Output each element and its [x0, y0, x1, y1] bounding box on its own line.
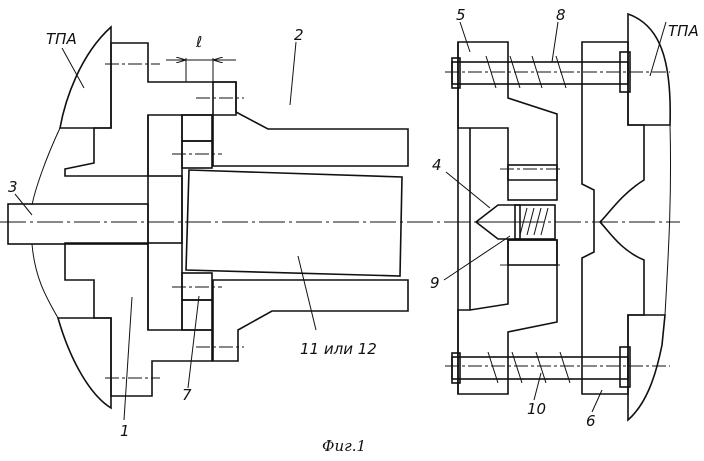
label-part-9: 9 — [430, 274, 440, 292]
leader-lines — [14, 21, 667, 421]
tpa-right-platen-lower — [627, 314, 666, 422]
part-3-shaft — [7, 203, 149, 245]
label-tpa-right: ТПА — [668, 22, 699, 40]
part-10-spring — [487, 351, 571, 384]
label-part-8: 8 — [556, 6, 566, 24]
part-6-mold-half — [581, 41, 645, 395]
part-2-sleeve-lower — [212, 279, 409, 362]
part-7-insert-upper — [181, 140, 213, 169]
part-7-seat-upper — [181, 114, 213, 142]
bolt-head-bottom-left — [451, 352, 461, 384]
part-5-mold-half-lower — [457, 239, 558, 395]
part-2-sleeve-upper — [212, 81, 409, 167]
part-5-body-upper — [507, 164, 558, 201]
label-tpa-left: ТПА — [46, 30, 77, 48]
tpa-left-platen-upper — [59, 25, 112, 129]
label-part-2: 2 — [294, 26, 304, 44]
part-9-spring-housing — [514, 204, 556, 240]
label-part-5: 5 — [456, 6, 466, 24]
tpa-right-platen-upper — [627, 12, 672, 126]
part-7-insert-lower — [181, 272, 213, 301]
label-part-6: 6 — [586, 412, 596, 430]
flange-cavity — [147, 175, 183, 244]
part-9-spring — [519, 207, 549, 236]
label-part-1: 1 — [120, 422, 130, 440]
figure-caption: Фиг.1 — [322, 437, 366, 455]
part-1-flange — [64, 42, 237, 177]
tpa-left-contour — [31, 127, 61, 319]
label-part-11-12: 11 или 12 — [300, 340, 377, 358]
label-part-7: 7 — [182, 386, 192, 404]
left-assembly — [7, 25, 409, 410]
label-dimension-l: ℓ — [195, 33, 202, 51]
part-5-mold-half-upper — [457, 41, 558, 181]
bolt-head-top-left — [451, 57, 461, 89]
right-assembly — [445, 12, 672, 422]
bolt-head-bottom-right — [619, 346, 631, 388]
part-5-body-lower — [507, 239, 558, 266]
label-part-10: 10 — [527, 400, 546, 418]
label-part-4: 4 — [432, 156, 442, 174]
part-11-12-insert — [185, 169, 403, 277]
label-part-3: 3 — [8, 178, 18, 196]
tpa-left-platen-lower — [56, 317, 112, 410]
